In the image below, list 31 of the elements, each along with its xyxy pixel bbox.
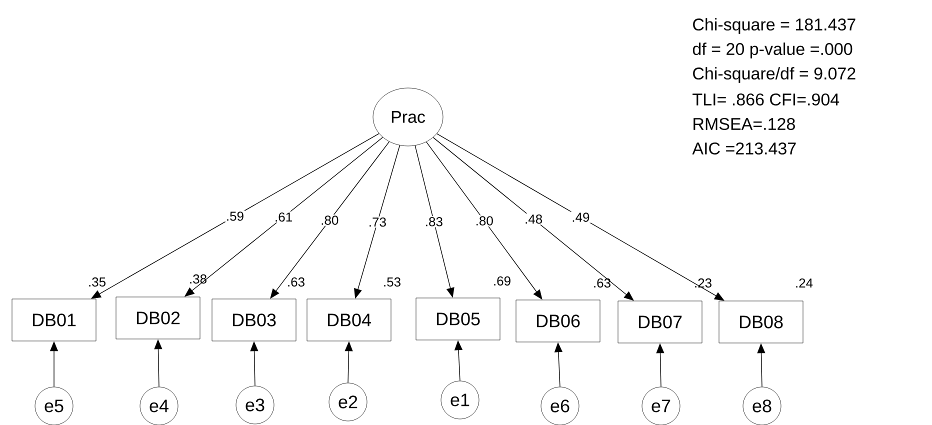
coefficient-label: .63 [594,278,610,288]
indicator-box: DB05 [416,298,500,340]
indicator-box: DB06 [516,300,600,342]
edge-label: .48 [526,214,542,224]
edge-label: .49 [572,212,590,222]
edge-label: .59 [227,212,244,221]
edge-label: .80 [476,216,493,226]
edge-label: .83 [426,217,442,226]
edge-label: .80 [322,216,338,225]
fit-statistic: TLI= .866 CFI=.904 [692,93,840,106]
coefficient-label: .24 [796,278,813,288]
coefficient-label: .38 [190,274,206,284]
fit-statistic: AIC =213.437 [692,142,796,155]
coefficient-label: .35 [89,277,106,287]
indicator-box: DB07 [618,300,702,344]
indicator-box: DB04 [306,298,392,342]
indicator-box: DB02 [116,296,200,340]
fit-statistic: df = 20 p-value =.000 [692,42,852,58]
coefficient-label: .69 [494,276,510,286]
edge-label: .73 [370,217,386,227]
indicator-box: DB03 [212,298,296,342]
fit-statistic: Chi-square/df = 9.072 [693,67,856,83]
fit-statistic: RMSEA=.128 [694,118,795,130]
coefficient-label: .53 [384,277,400,287]
indicator-box: DB08 [718,300,804,344]
fit-statistic: Chi-square = 181.437 [693,18,856,34]
coefficient-label: .23 [695,278,712,288]
coefficient-label: .63 [288,277,304,287]
indicator-box: DB01 [12,298,96,342]
arrow [432,137,634,301]
edge-label: .61 [276,212,292,222]
